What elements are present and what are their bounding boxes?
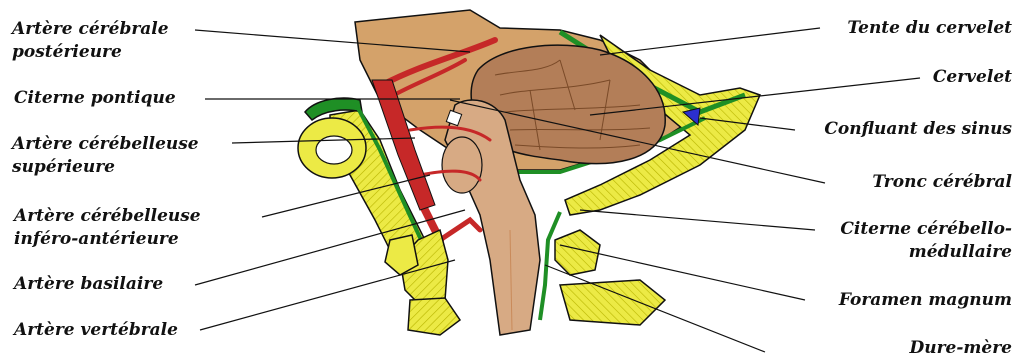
label-aica-line1: Artère cérébelleuse [14, 205, 201, 228]
dura-mater-spinal [540, 212, 560, 320]
spinous-process [560, 280, 665, 325]
label-pontine-cistern: Citerne pontique [14, 87, 176, 110]
c2-vertebra [408, 298, 460, 335]
label-posterior-cerebral-artery-line1: Artère cérébrale [12, 18, 169, 41]
label-superior-cerebellar-artery-line1: Artère cérébelleuse [12, 133, 199, 156]
label-superior-cerebellar-artery-line2: supérieure [12, 156, 199, 179]
vertebral-artery [440, 220, 480, 240]
label-superior-cerebellar-artery: Artère cérébelleuse supérieure [12, 133, 199, 179]
label-cerebellomedullary-line2: médullaire [840, 241, 1012, 264]
label-basilar-artery: Artère basilaire [14, 273, 163, 296]
label-foramen-magnum: Foramen magnum [839, 289, 1012, 312]
pons [442, 137, 482, 193]
label-cerebellomedullary-cistern: Citerne cérébello- médullaire [840, 218, 1012, 264]
label-cerebellum: Cervelet [933, 66, 1012, 89]
label-posterior-cerebral-artery-line2: postérieure [12, 41, 169, 64]
label-confluence-of-sinuses: Confluant des sinus [824, 118, 1012, 141]
label-aica-line2: inféro-antérieure [14, 228, 201, 251]
label-cerebellomedullary-line1: Citerne cérébello- [840, 218, 1012, 241]
label-posterior-cerebral-artery: Artère cérébrale postérieure [12, 18, 169, 64]
label-vertebral-artery: Artère vertébrale [14, 319, 178, 342]
label-tentorium: Tente du cervelet [847, 17, 1012, 40]
label-anterior-inferior-cerebellar-artery: Artère cérébelleuse inféro-antérieure [14, 205, 201, 251]
label-brainstem: Tronc cérébral [872, 171, 1012, 194]
label-dura-mater: Dure-mère [909, 337, 1012, 360]
